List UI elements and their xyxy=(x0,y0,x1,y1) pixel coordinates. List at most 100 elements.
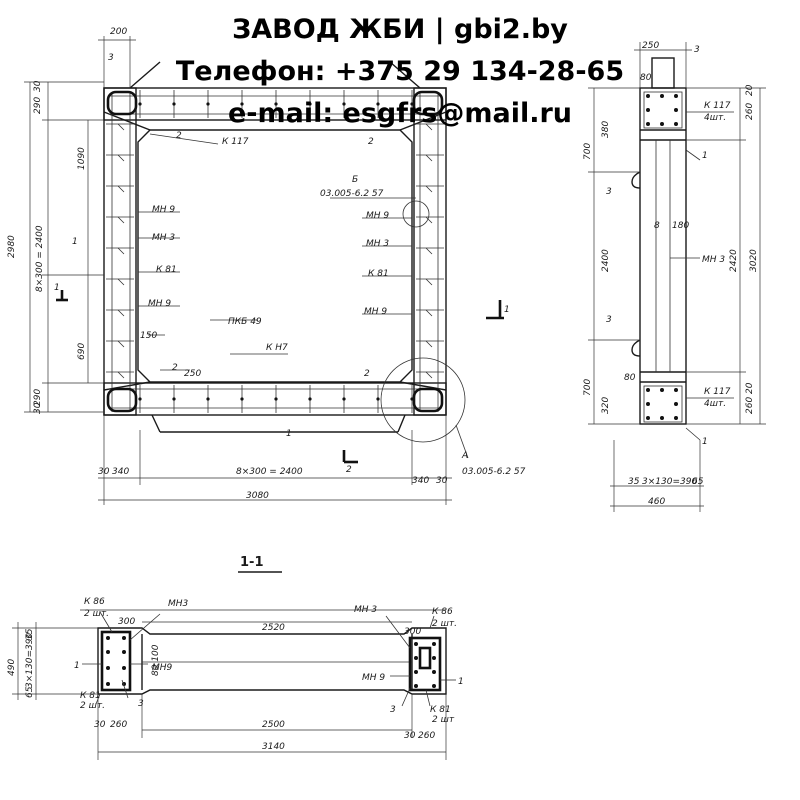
sec-label-k81-l: К 81 xyxy=(80,691,101,701)
dim-1090: 1090 xyxy=(77,147,87,170)
right-hook xyxy=(425,340,433,348)
side-dim-320: 320 xyxy=(601,397,611,414)
sec-dim-2500: 2500 xyxy=(262,720,285,730)
bottom-bar-dot xyxy=(308,397,312,401)
section-bar-dot xyxy=(106,636,110,640)
right-hook xyxy=(425,278,433,286)
sec-label-k81-r: К 81 xyxy=(430,705,451,715)
top-left-chamfer xyxy=(129,61,161,89)
dim-2400: 8×300 = 2400 xyxy=(35,225,45,292)
section-bar-dot xyxy=(122,666,126,670)
label-mn9-b: МН 9 xyxy=(366,211,389,221)
left-hook xyxy=(117,371,125,379)
side-dim-20-top: 20 xyxy=(745,84,755,96)
dim-30-left: 30 xyxy=(98,467,110,477)
dim-3080: 3080 xyxy=(246,491,269,501)
side-bar-dot xyxy=(674,108,678,112)
sec-dim-80-100: 80 100 xyxy=(151,644,161,676)
left-hook xyxy=(117,309,125,317)
side-bar-dot xyxy=(646,416,650,420)
section-rebars xyxy=(106,636,436,688)
dim-340-left: 340 xyxy=(112,467,129,477)
section-cage-right xyxy=(408,636,442,692)
side-mark-3-mid: 3 xyxy=(606,187,612,197)
label-mn9-d: МН 9 xyxy=(364,307,387,317)
side-bar-dot xyxy=(646,94,650,98)
leader xyxy=(685,427,701,441)
plan-view: 200 2980 8×300 = 2400 290 1090 690 290 3… xyxy=(7,27,526,505)
side-cage-top xyxy=(643,91,683,129)
mark-2-br: 2 xyxy=(364,369,370,379)
sec-dim-490: 490 xyxy=(7,659,17,676)
sec-label-mn9-l: МН9 xyxy=(152,663,173,673)
dim-340-right: 340 xyxy=(412,476,429,486)
side-bar-dot xyxy=(674,388,678,392)
sec-label-mn3-l: МН3 xyxy=(168,599,189,609)
dim-2400-bottom: 8×300 = 2400 xyxy=(236,467,303,477)
left-hook xyxy=(117,154,125,162)
section-bar-dot xyxy=(106,682,110,686)
bottom-bar-dot xyxy=(376,397,380,401)
section-bar-dot xyxy=(106,666,110,670)
top-bar-dot xyxy=(138,102,142,106)
bottom-bar-dot xyxy=(172,397,176,401)
plan-right-column xyxy=(413,87,447,416)
header-title: ЗАВОД ЖБИ | gbi2.by xyxy=(232,14,568,45)
side-dim-380: 380 xyxy=(601,121,611,138)
section-mark-1-right: 1 xyxy=(504,305,510,315)
side-dim-3x130: 3×130=390 xyxy=(642,477,697,487)
sec-label-k86-l: К 86 xyxy=(84,597,105,607)
section-bar-dot xyxy=(106,650,110,654)
section-bar-dot xyxy=(414,656,418,660)
section-mark-1-left: 1 xyxy=(54,283,60,293)
leader xyxy=(129,613,161,641)
stirrup-tr xyxy=(412,90,444,116)
sec-dim-30-l: 30 xyxy=(94,720,106,730)
side-label-4sht-top: 4шт. xyxy=(704,113,726,123)
bottom-bar-dot xyxy=(138,397,142,401)
right-hook xyxy=(425,247,433,255)
stirrup-br xyxy=(412,387,444,413)
dim-30-right: 30 xyxy=(436,476,448,486)
bottom-bar-dot xyxy=(274,397,278,401)
bottom-left-chamfer xyxy=(151,414,161,433)
top-bar-dot xyxy=(308,102,312,106)
sec-label-2sht-r2: 2 шт xyxy=(432,715,455,725)
left-hook xyxy=(117,340,125,348)
callout-a: А xyxy=(461,451,468,461)
dim-30-top: 30 xyxy=(33,80,43,92)
side-dim-260-bot: 260 xyxy=(745,397,755,414)
mark-1-left: 1 xyxy=(72,237,78,247)
label-mn9-c: МН 9 xyxy=(148,299,171,309)
side-mark-3-low: 3 xyxy=(606,315,612,325)
sec-dim-3x130: 3×130=390 xyxy=(25,633,35,688)
mark-3: 3 xyxy=(108,53,114,63)
header-phone: Телефон: +375 29 134-28-65 xyxy=(176,56,624,87)
sec-label-mn3-r: МН 3 xyxy=(354,605,377,615)
top-right-chamfer xyxy=(389,61,421,89)
side-bar-dot xyxy=(646,108,650,112)
callout-b-ref: 03.005-6.2 57 xyxy=(320,189,384,199)
right-hook xyxy=(425,123,433,131)
top-bar-dot xyxy=(342,102,346,106)
stirrup-bl xyxy=(106,387,138,413)
side-dim-250: 250 xyxy=(642,41,659,51)
side-dim-3020: 3020 xyxy=(749,249,759,272)
label-k117: К 117 xyxy=(222,137,249,147)
side-dim-80-bot: 80 xyxy=(624,373,636,383)
top-bar-dot xyxy=(240,102,244,106)
dim-200: 200 xyxy=(110,27,127,37)
stirrup-tl xyxy=(106,90,138,116)
section-cage-left xyxy=(100,630,132,692)
section-title: 1-1 xyxy=(240,555,264,570)
bottom-bar-dot xyxy=(206,397,210,401)
callout-b-circle xyxy=(402,200,430,228)
section-bar-dot xyxy=(414,670,418,674)
side-bar-dot xyxy=(674,402,678,406)
side-bar-dot xyxy=(646,402,650,406)
dim-150: 150 xyxy=(140,331,157,341)
label-mn3-a: МН 3 xyxy=(152,233,175,243)
section-1-1: 1-1 К xyxy=(7,555,464,760)
label-kn7: К Н7 xyxy=(266,343,288,353)
